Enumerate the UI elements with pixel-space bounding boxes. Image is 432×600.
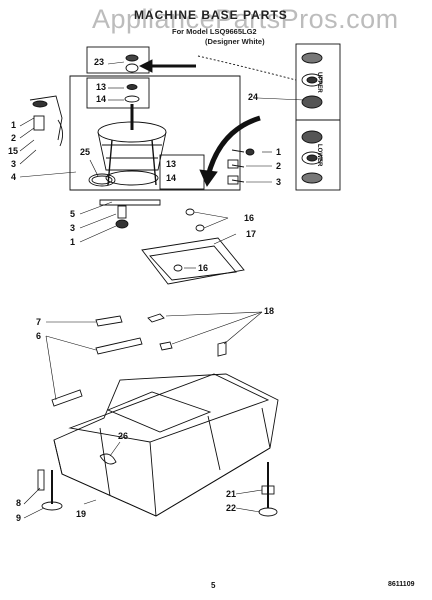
model-line: For Model LSQ9665LG2 <box>172 27 257 36</box>
callout-6: 6 <box>36 331 42 341</box>
part-23-box <box>86 46 150 74</box>
callout-19: 19 <box>76 509 87 519</box>
page-title: MACHINE BASE PARTS <box>134 8 288 22</box>
callout-17: 17 <box>246 229 257 239</box>
callout-7: 7 <box>36 317 42 327</box>
callout-5: 5 <box>70 209 76 219</box>
callout-13: 13 <box>96 82 107 92</box>
callout-1b: 1 <box>276 147 282 157</box>
callout-8: 8 <box>16 498 22 508</box>
watermark: AppliancePartsPros.com <box>92 4 399 34</box>
callout-2: 2 <box>11 133 17 143</box>
bearing-label-lower: LOWER <box>316 144 322 167</box>
transmission-outline <box>69 75 241 191</box>
callout-2b: 2 <box>276 161 282 171</box>
callout-14: 14 <box>96 94 107 104</box>
part-13-14-box <box>86 77 150 109</box>
callout-24: 24 <box>248 92 259 102</box>
callout-23: 23 <box>94 57 105 67</box>
callout-14b: 14 <box>166 173 177 183</box>
color-line: (Designer White) <box>205 37 265 46</box>
callout-4: 4 <box>11 172 17 182</box>
callout-3c: 3 <box>70 223 76 233</box>
callout-1c: 1 <box>70 237 76 247</box>
callout-22: 22 <box>226 503 237 513</box>
bearing-label-upper: UPPER <box>316 72 322 93</box>
callout-16: 16 <box>244 213 255 223</box>
callout-16b: 16 <box>198 263 209 273</box>
callout-18: 18 <box>264 306 275 316</box>
callout-26: 26 <box>118 431 129 441</box>
callout-21: 21 <box>226 489 237 499</box>
callout-25: 25 <box>80 147 91 157</box>
callout-13b: 13 <box>166 159 177 169</box>
callout-1: 1 <box>11 120 17 130</box>
callout-15: 15 <box>8 146 19 156</box>
page-number: 5 <box>211 581 216 590</box>
callout-3: 3 <box>11 159 17 169</box>
callout-3b: 3 <box>276 177 282 187</box>
callout-9: 9 <box>16 513 22 523</box>
document-code: 8611109 <box>388 581 415 588</box>
